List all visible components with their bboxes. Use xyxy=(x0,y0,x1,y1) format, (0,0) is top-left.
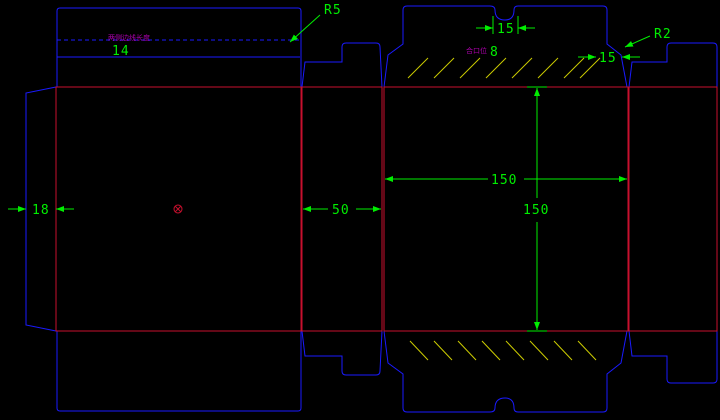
top-tuck-flap-3 xyxy=(383,5,628,88)
bottom-dust-flap-4 xyxy=(628,330,718,384)
main-panel-2 xyxy=(383,86,629,332)
bottom-dust-flap-2 xyxy=(301,330,383,376)
fold-lines xyxy=(55,86,718,332)
radius-small-label: R2 xyxy=(654,27,672,42)
side-panel-label: 50 xyxy=(332,203,350,218)
center-target-icon xyxy=(173,204,183,214)
bottom-tuck-flap-3 xyxy=(383,330,628,413)
panel-width-label: 150 xyxy=(491,173,517,188)
top-dust-flap-2 xyxy=(301,42,383,88)
left-top-note: 两侧边线长度 xyxy=(108,33,150,42)
panel-height-label: 150 xyxy=(523,203,549,218)
top-flap-1-outline xyxy=(56,7,302,87)
glue-hatch-bottom xyxy=(409,340,597,361)
tuck-depth-label: 8 xyxy=(490,45,499,60)
bottom-flap-1-outline xyxy=(56,331,302,412)
glue-flap-label: 18 xyxy=(32,203,50,218)
side-panel-1 xyxy=(301,86,383,332)
radius-large-label: R5 xyxy=(324,3,342,18)
glue-hatch-top xyxy=(407,57,601,79)
side-panel-2 xyxy=(628,86,718,332)
right-top-note: 合口位 xyxy=(466,46,487,55)
top-dust-flap-label: 14 xyxy=(112,44,130,59)
dimension-lines xyxy=(8,14,651,332)
top-dust-flap-4 xyxy=(628,42,718,88)
tab-width-label: 15 xyxy=(497,22,515,37)
side-tab-label: 15 xyxy=(599,51,617,66)
